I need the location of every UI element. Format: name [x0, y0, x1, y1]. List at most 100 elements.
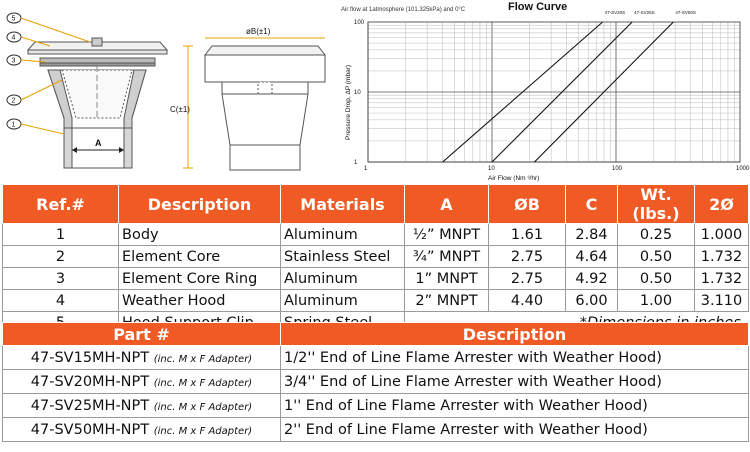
b-cell: 1.61	[488, 223, 566, 246]
c-cell: 6.00	[565, 289, 618, 312]
weight-cell: 1.00	[617, 289, 695, 312]
b-cell: 4.40	[488, 289, 566, 312]
x-axis-label: Air Flow (Nm ³/hr)	[488, 175, 539, 182]
description-cell: Body	[118, 223, 281, 246]
svg-text:4: 4	[12, 35, 16, 42]
dim-a-label: A	[95, 138, 102, 148]
ref-cell: 1	[2, 223, 119, 246]
exterior-drawing	[183, 37, 327, 171]
part-number: 47-SV15MH-NPT	[30, 349, 150, 366]
c-cell: 4.92	[565, 267, 618, 290]
callout-3: 3	[6, 54, 46, 66]
table-row: 2 Element Core Stainless Steel ¾” MNPT 2…	[2, 245, 749, 268]
part-number-cell: 47-SV20MH-NPT (inc. M x F Adapter)	[2, 369, 281, 394]
svg-text:2: 2	[12, 98, 16, 105]
description-cell: Element Core Ring	[118, 267, 281, 290]
header-materials: Materials	[280, 184, 405, 224]
y-axis-label: Pressure Drop, ΔP (mbar)	[345, 65, 352, 140]
y-tick-label: 100	[354, 20, 365, 26]
part-note: (inc. M x F Adapter)	[153, 377, 253, 389]
part-description-cell: 2'' End of Line Flame Arrester with Weat…	[280, 417, 749, 442]
ref-cell: 3	[2, 267, 119, 290]
spec-table: Ref.# Description Materials A ØB C Wt. (…	[2, 184, 749, 334]
material-cell: Aluminum	[280, 289, 405, 312]
callout-4: 4	[6, 31, 51, 47]
description-cell: Weather Hood	[118, 289, 281, 312]
plot-frame	[367, 21, 741, 163]
callout-1: 1	[6, 118, 65, 135]
table-row: 3 Element Core Ring Aluminum 1” MNPT 2.7…	[2, 267, 749, 290]
table-row: 4 Weather Hood Aluminum 2” MNPT 4.40 6.0…	[2, 289, 749, 312]
header-part-description: Description	[280, 322, 749, 346]
header-c: C	[565, 184, 618, 224]
ref-cell: 2	[2, 245, 119, 268]
table-row: 47-SV15MH-NPT (inc. M x F Adapter) 1/2''…	[2, 345, 749, 370]
table-row: 47-SV25MH-NPT (inc. M x F Adapter) 1'' E…	[2, 393, 749, 418]
b-cell: 2.75	[488, 245, 566, 268]
material-cell: Aluminum	[280, 223, 405, 246]
part-number: 47-SV25MH-NPT	[30, 397, 150, 414]
y-tick-label: 10	[354, 90, 361, 96]
callout-bubbles: 5 4 3 2 1	[6, 12, 91, 135]
part-description-cell: 1'' End of Line Flame Arrester with Weat…	[280, 393, 749, 418]
part-description-cell: 1/2'' End of Line Flame Arrester with We…	[280, 345, 749, 370]
part-note: (inc. M x F Adapter)	[153, 353, 253, 365]
weight-cell: 0.50	[617, 267, 695, 290]
a-cell: ¾” MNPT	[404, 245, 489, 268]
weight-cell: 0.25	[617, 223, 695, 246]
section-drawing	[26, 37, 169, 169]
callout-5: 5	[6, 12, 91, 43]
part-note: (inc. M x F Adapter)	[153, 401, 253, 413]
part-number-cell: 47-SV50MH-NPT (inc. M x F Adapter)	[2, 417, 281, 442]
spec-header-row: Ref.# Description Materials A ØB C Wt. (…	[2, 184, 749, 224]
material-cell: Stainless Steel	[280, 245, 405, 268]
part-number: 47-SV20MH-NPT	[30, 373, 150, 390]
part-number-cell: 47-SV25MH-NPT (inc. M x F Adapter)	[2, 393, 281, 418]
part-note: (inc. M x F Adapter)	[153, 425, 253, 437]
callout-2: 2	[6, 79, 63, 106]
part-header-row: Part # Description	[2, 322, 749, 346]
table-row: 47-SV20MH-NPT (inc. M x F Adapter) 3/4''…	[2, 369, 749, 394]
dim-c-label: C(±1)	[170, 105, 190, 114]
2o-cell: 3.110	[694, 289, 749, 312]
header-a: A	[404, 184, 489, 224]
header-2o: 2Ø	[694, 184, 749, 224]
2o-cell: 1.000	[694, 223, 749, 246]
a-cell: ½” MNPT	[404, 223, 489, 246]
dim-b-label: øB(±1)	[246, 27, 271, 36]
weight-cell: 0.50	[617, 245, 695, 268]
part-description-cell: 3/4'' End of Line Flame Arrester with We…	[280, 369, 749, 394]
chart-subtitle: Air flow at 1atmosphere (101.325kPa) and…	[341, 7, 466, 13]
x-tick-label: 10	[488, 166, 495, 172]
part-number-table: Part # Description 47-SV15MH-NPT (inc. M…	[2, 322, 749, 442]
svg-text:5: 5	[12, 16, 16, 23]
part-number-cell: 47-SV15MH-NPT (inc. M x F Adapter)	[2, 345, 281, 370]
2o-cell: 1.732	[694, 245, 749, 268]
header-description: Description	[118, 184, 281, 224]
series-line	[442, 21, 603, 163]
header-part-number: Part #	[2, 322, 281, 346]
x-tick-label: 100	[612, 166, 623, 172]
x-tick-label: 1000	[736, 166, 750, 172]
svg-text:1: 1	[12, 122, 16, 129]
2o-cell: 1.732	[694, 267, 749, 290]
chart-title: Flow Curve	[508, 1, 567, 13]
series-line	[491, 21, 633, 163]
flow-curve-chart: Flow Curve Air flow at 1atmosphere (101.…	[341, 1, 750, 182]
header-b: ØB	[488, 184, 566, 224]
header-weight: Wt. (lbs.)	[617, 184, 695, 224]
c-cell: 2.84	[565, 223, 618, 246]
series-label: 47-SV50S	[675, 10, 696, 15]
b-cell: 2.75	[488, 267, 566, 290]
series-line	[534, 21, 674, 163]
series-label: 47-SV20S	[605, 10, 626, 15]
ref-cell: 4	[2, 289, 119, 312]
part-number: 47-SV50MH-NPT	[30, 421, 150, 438]
table-row: 1 Body Aluminum ½” MNPT 1.61 2.84 0.25 1…	[2, 223, 749, 246]
table-row: 47-SV50MH-NPT (inc. M x F Adapter) 2'' E…	[2, 417, 749, 442]
description-cell: Element Core	[118, 245, 281, 268]
svg-text:3: 3	[12, 58, 16, 65]
x-tick-label: 1	[364, 166, 368, 172]
c-cell: 4.64	[565, 245, 618, 268]
